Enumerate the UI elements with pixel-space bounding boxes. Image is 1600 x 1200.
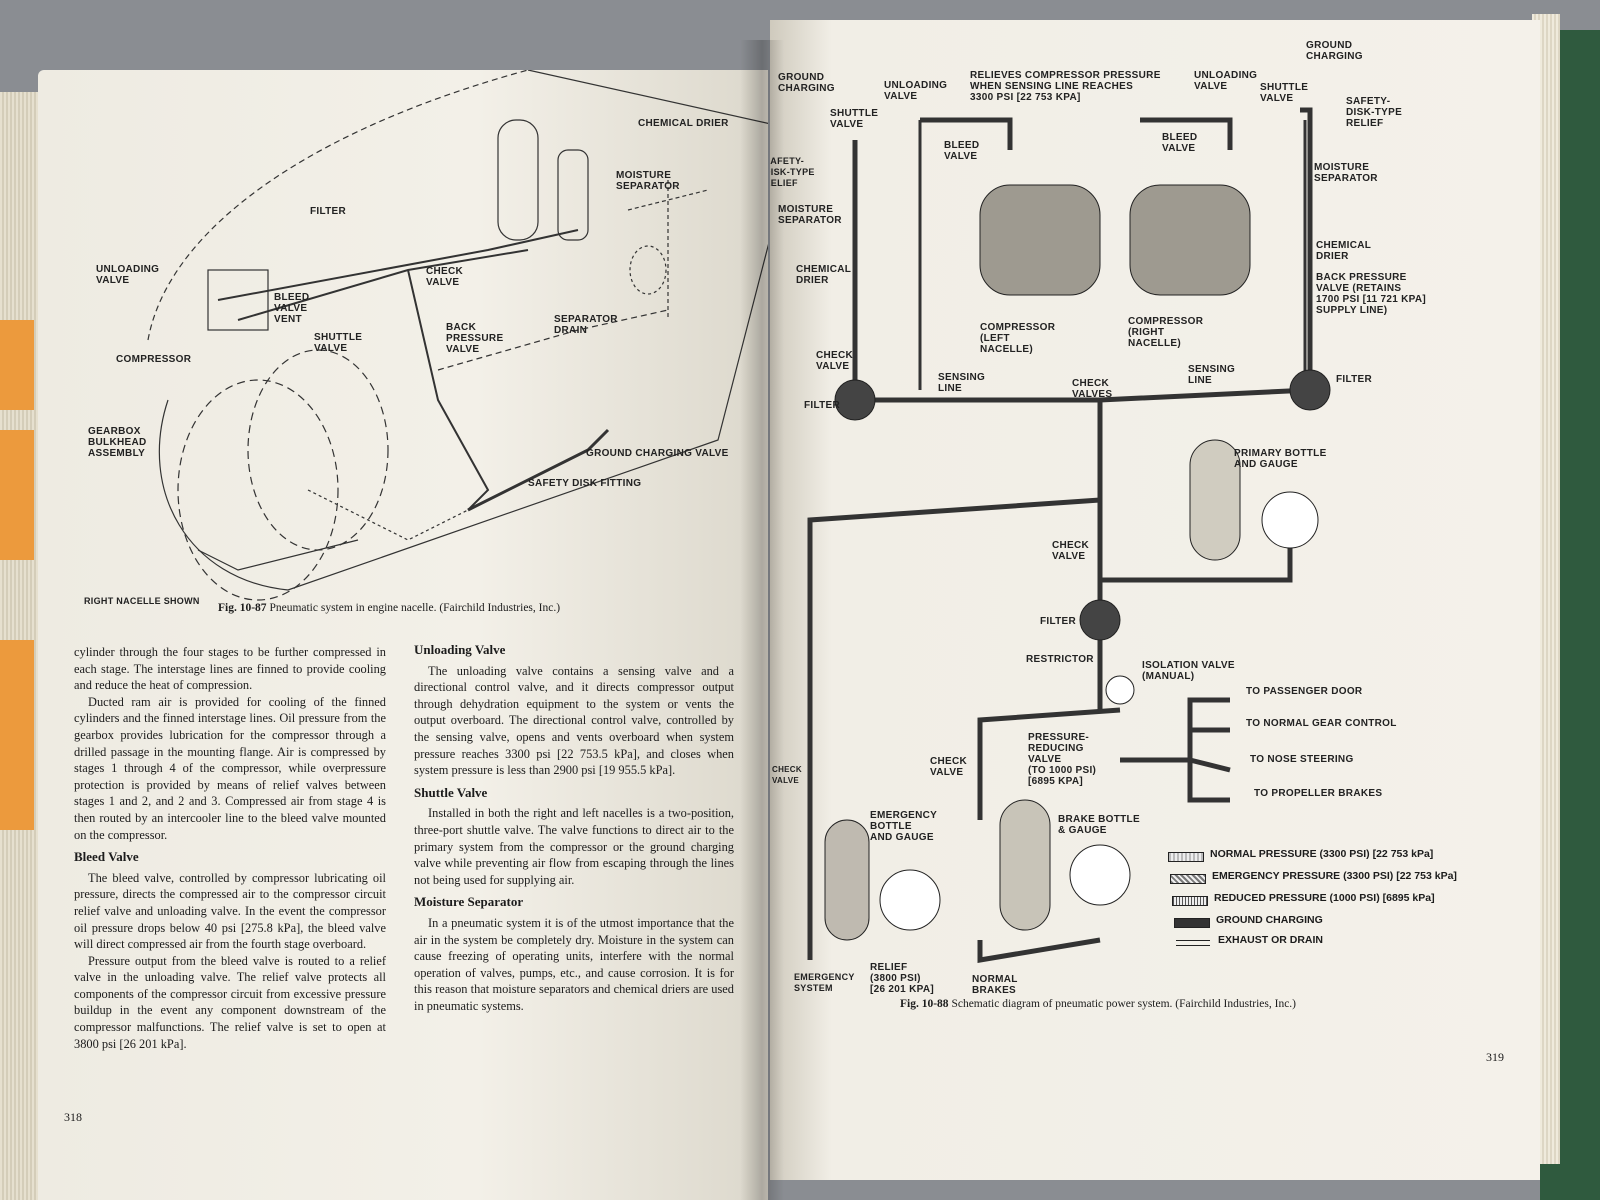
label-compressor: COMPRESSOR	[116, 354, 192, 365]
label-chemical-drier: CHEMICAL DRIER	[638, 118, 729, 129]
label-back-pressure-valve: BACK PRESSURE VALVE (RETAINS 1700 PSI [1…	[1316, 272, 1427, 316]
label-filter: FILTER	[804, 400, 841, 411]
label-isolation-valve: ISOLATION VALVE (MANUAL)	[1142, 660, 1235, 682]
label-bleed-valve: BLEED VALVE	[944, 140, 980, 162]
label-primary-bottle: PRIMARY BOTTLE AND GAUGE	[1234, 448, 1327, 470]
label-safety-disk-fitting: SAFETY DISK FITTING	[528, 478, 642, 489]
legend-swatch-reduced	[1172, 896, 1208, 906]
label-moisture-separator: MOISTURE SEPARATOR	[616, 170, 680, 192]
left-page: CHEMICAL DRIER MOISTURE SEPARATOR FILTER…	[38, 70, 768, 1200]
legend-label: EXHAUST OR DRAIN	[1218, 934, 1324, 946]
label-separator-drain: SEPARATOR DRAIN	[554, 314, 618, 336]
pneumatic-schematic	[807, 107, 1331, 963]
paragraph: Pressure output from the bleed valve is …	[74, 953, 386, 1051]
paragraph: Ducted ram air is provided for cooling o…	[74, 694, 386, 842]
label-shuttle-valve: SHUTTLE VALVE	[830, 108, 879, 130]
label-filter: FILTER	[1336, 374, 1373, 385]
label-normal-brakes: NORMAL BRAKES	[972, 974, 1018, 996]
figure-caption-10-87: Fig. 10-87 Pneumatic system in engine na…	[218, 602, 560, 614]
label-ground-charging: GROUND CHARGING	[1306, 40, 1363, 62]
section-heading-shuttle-valve: Shuttle Valve	[414, 784, 488, 800]
label-brake-bottle: BRAKE BOTTLE & GAUGE	[1058, 814, 1140, 836]
orange-page-tab	[0, 640, 34, 830]
label-safety-disk-relief: SAFETY- DISK-TYPE RELIEF	[770, 156, 815, 188]
text-column-2: Unloading Valve The unloading valve cont…	[414, 636, 734, 1014]
caption-number: Fig. 10-87	[218, 602, 267, 614]
label-bleed-valve: BLEED VALVE	[1162, 132, 1198, 154]
legend-label: REDUCED PRESSURE (1000 PSI) [6895 kPa]	[1214, 892, 1435, 904]
label-check-valve: CHECK VALVE	[930, 756, 968, 778]
label-restrictor: RESTRICTOR	[1026, 654, 1094, 665]
label-chemical-drier: CHEMICAL DRIER	[796, 264, 852, 286]
label-sensing-line: SENSING LINE	[938, 372, 986, 394]
legend-swatch-ground	[1174, 918, 1210, 928]
label-shuttle-valve: SHUTTLE VALVE	[1260, 82, 1309, 104]
page-number-right: 319	[1486, 1050, 1504, 1064]
paragraph: The bleed valve, controlled by compresso…	[74, 870, 386, 952]
label-check-valve: CHECK VALVE	[772, 765, 802, 785]
legend-label: EMERGENCY PRESSURE (3300 PSI) [22 753 kP…	[1212, 870, 1457, 882]
label-unloading-valve: UNLOADING VALVE	[96, 264, 160, 286]
label-to-passenger-door: TO PASSENGER DOOR	[1246, 686, 1363, 697]
label-filter: FILTER	[1040, 616, 1077, 627]
paragraph: cylinder through the four stages to be f…	[74, 645, 386, 693]
section-heading-bleed-valve: Bleed Valve	[74, 849, 139, 865]
text-column-1: cylinder through the four stages to be f…	[74, 644, 386, 1052]
label-to-propeller-brakes: TO PROPELLER BRAKES	[1254, 788, 1383, 799]
legend-swatch-exhaust	[1176, 940, 1210, 946]
figure-caption-10-88: Fig. 10-88 Schematic diagram of pneumati…	[900, 998, 1296, 1010]
paragraph: In a pneumatic system it is of the utmos…	[414, 915, 734, 1013]
legend-swatch-normal	[1168, 852, 1204, 862]
label-emergency-system: EMERGENCY SYSTEM	[794, 972, 855, 993]
label-emergency-bottle: EMERGENCY BOTTLE AND GAUGE	[870, 810, 938, 843]
section-heading-unloading-valve: Unloading Valve	[414, 642, 506, 657]
label-ground-charging: GROUND CHARGING	[778, 72, 835, 94]
paragraph: Installed in both the right and left nac…	[414, 806, 734, 887]
right-page: GROUND CHARGING SAFETY- DISK-TYPE RELIEF…	[770, 20, 1540, 1180]
label-pressure-reducing-valve: PRESSURE- REDUCING VALVE (TO 1000 PSI) […	[1028, 732, 1097, 787]
label-compressor-left: COMPRESSOR (LEFT NACELLE)	[980, 322, 1056, 355]
label-to-nose-steering: TO NOSE STEERING	[1250, 754, 1354, 765]
label-check-valve: CHECK VALVE	[1052, 540, 1090, 562]
caption-text: Schematic diagram of pneumatic power sys…	[951, 998, 1297, 1010]
label-back-pressure-valve: BACK PRESSURE VALVE	[446, 322, 504, 355]
label-unloading-valve: UNLOADING VALVE	[1194, 70, 1258, 92]
label-ground-charging-valve: GROUND CHARGING VALVE	[586, 448, 729, 459]
label-relief: RELIEF (3800 PSI) [26 201 kPa]	[870, 962, 934, 995]
paragraph: The unloading valve contains a sensing v…	[414, 663, 734, 778]
label-right-nacelle-shown: RIGHT NACELLE SHOWN	[84, 596, 200, 606]
caption-text: Pneumatic system in engine nacelle. (Fai…	[269, 602, 561, 614]
label-filter: FILTER	[310, 206, 347, 217]
label-moisture-separator: MOISTURE SEPARATOR	[778, 204, 842, 226]
orange-page-tab	[0, 430, 34, 560]
label-sensing-line: SENSING LINE	[1188, 364, 1236, 386]
label-check-valve: CHECK VALVE	[426, 266, 464, 288]
label-chemical-drier: CHEMICAL DRIER	[1316, 240, 1372, 262]
caption-number: Fig. 10-88	[900, 998, 949, 1010]
label-safety-disk-relief: SAFETY- DISK-TYPE RELIEF	[1346, 96, 1403, 129]
section-heading-moisture-separator: Moisture Separator	[414, 894, 524, 910]
label-moisture-separator: MOISTURE SEPARATOR	[1314, 162, 1378, 184]
nacelle-illustration	[147, 70, 768, 601]
book-gutter-shadow	[740, 40, 784, 1200]
label-bleed-valve-vent: BLEED VALVE VENT	[274, 292, 310, 325]
label-check-valves: CHECK VALVES	[1072, 378, 1113, 400]
label-to-normal-gear-control: TO NORMAL GEAR CONTROL	[1246, 718, 1397, 729]
label-compressor-right: COMPRESSOR (RIGHT NACELLE)	[1128, 316, 1204, 349]
legend-label: NORMAL PRESSURE (3300 PSI) [22 753 kPa]	[1210, 848, 1434, 860]
legend-swatch-emergency	[1170, 874, 1206, 884]
label-relieves-pressure: RELIEVES COMPRESSOR PRESSURE WHEN SENSIN…	[970, 70, 1161, 103]
label-shuttle-valve: SHUTTLE VALVE	[314, 332, 363, 354]
orange-page-tab	[0, 320, 34, 410]
page-number-left: 318	[64, 1110, 82, 1124]
label-gearbox-bulkhead: GEARBOX BULKHEAD ASSEMBLY	[88, 426, 147, 459]
label-check-valve: CHECK VALVE	[816, 350, 854, 372]
legend-label: GROUND CHARGING	[1216, 914, 1323, 926]
label-unloading-valve: UNLOADING VALVE	[884, 80, 948, 102]
